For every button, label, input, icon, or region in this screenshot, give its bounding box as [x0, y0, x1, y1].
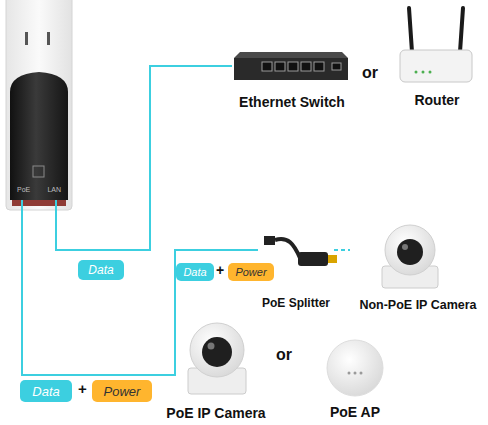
wall-plate [6, 0, 72, 210]
router-led [415, 71, 418, 74]
switch-port [314, 62, 324, 71]
router-led [429, 71, 432, 74]
outlet-slot [25, 32, 28, 45]
ethernet-switch: Ethernet Switch [232, 48, 352, 110]
node-text: Power [104, 384, 141, 399]
poe-ap: PoE AP [305, 340, 405, 420]
router-body [400, 50, 472, 82]
injector-body [10, 72, 68, 200]
cable-connector [22, 200, 162, 375]
node-text: Data [88, 263, 113, 277]
splitter-cable [275, 239, 300, 258]
router-led [422, 71, 425, 74]
ap-led [360, 372, 363, 375]
dc-plug [328, 255, 337, 263]
switch-body [234, 58, 348, 80]
node-text: Power [235, 266, 266, 278]
outlet-slot [47, 32, 50, 45]
data-tag: Data [20, 380, 72, 402]
ap-led [354, 372, 357, 375]
switch-port [301, 62, 311, 71]
node-text: LAN [47, 186, 61, 193]
splitter-box [298, 252, 328, 266]
ap-led [348, 372, 351, 375]
label-text: + [216, 262, 224, 278]
node-text: PoE IP Camera [166, 405, 265, 421]
switch-top [234, 52, 348, 58]
switch-port [288, 62, 298, 71]
data-tag: Data [78, 260, 124, 280]
camera-lens [397, 239, 423, 265]
non-poe-camera: Non-PoE IP Camera [350, 220, 486, 312]
power-tag: Power [92, 380, 152, 402]
node-text: PoE [17, 186, 30, 193]
node-text: PoE Splitter [262, 296, 330, 310]
poe-camera: PoE IP Camera [162, 325, 270, 421]
router-antenna [460, 8, 463, 52]
switch-port [262, 62, 272, 71]
router-antenna [409, 8, 412, 52]
rj45-plug [264, 236, 275, 245]
ap-body [327, 340, 383, 396]
node-text: Non-PoE IP Camera [359, 298, 476, 312]
node-text: Data [32, 384, 59, 399]
power-tag: Power [228, 263, 274, 281]
switch-port [275, 62, 285, 71]
cable-connector [56, 66, 232, 250]
camera-lens-glint [208, 343, 215, 350]
camera-dome [190, 323, 244, 377]
data-tag: Data [176, 263, 214, 281]
node-text: Data [183, 266, 206, 278]
camera-lens [202, 337, 232, 367]
injector-led [33, 166, 44, 177]
node-text: PoE AP [330, 404, 380, 420]
injector-port-edge [12, 200, 66, 206]
camera-lens-glint [402, 244, 408, 250]
label-text: or [276, 346, 292, 364]
label-text: or [362, 64, 378, 82]
node-text: Router [414, 92, 459, 108]
switch-sfp-port [332, 63, 341, 70]
router: Router [392, 8, 482, 108]
label-text: + [78, 380, 87, 397]
node-text: Ethernet Switch [239, 94, 345, 110]
cable-connector [334, 249, 350, 251]
cable-connector [22, 200, 258, 375]
poe-injector: PoE LAN [10, 72, 68, 200]
camera-dome [385, 225, 435, 275]
